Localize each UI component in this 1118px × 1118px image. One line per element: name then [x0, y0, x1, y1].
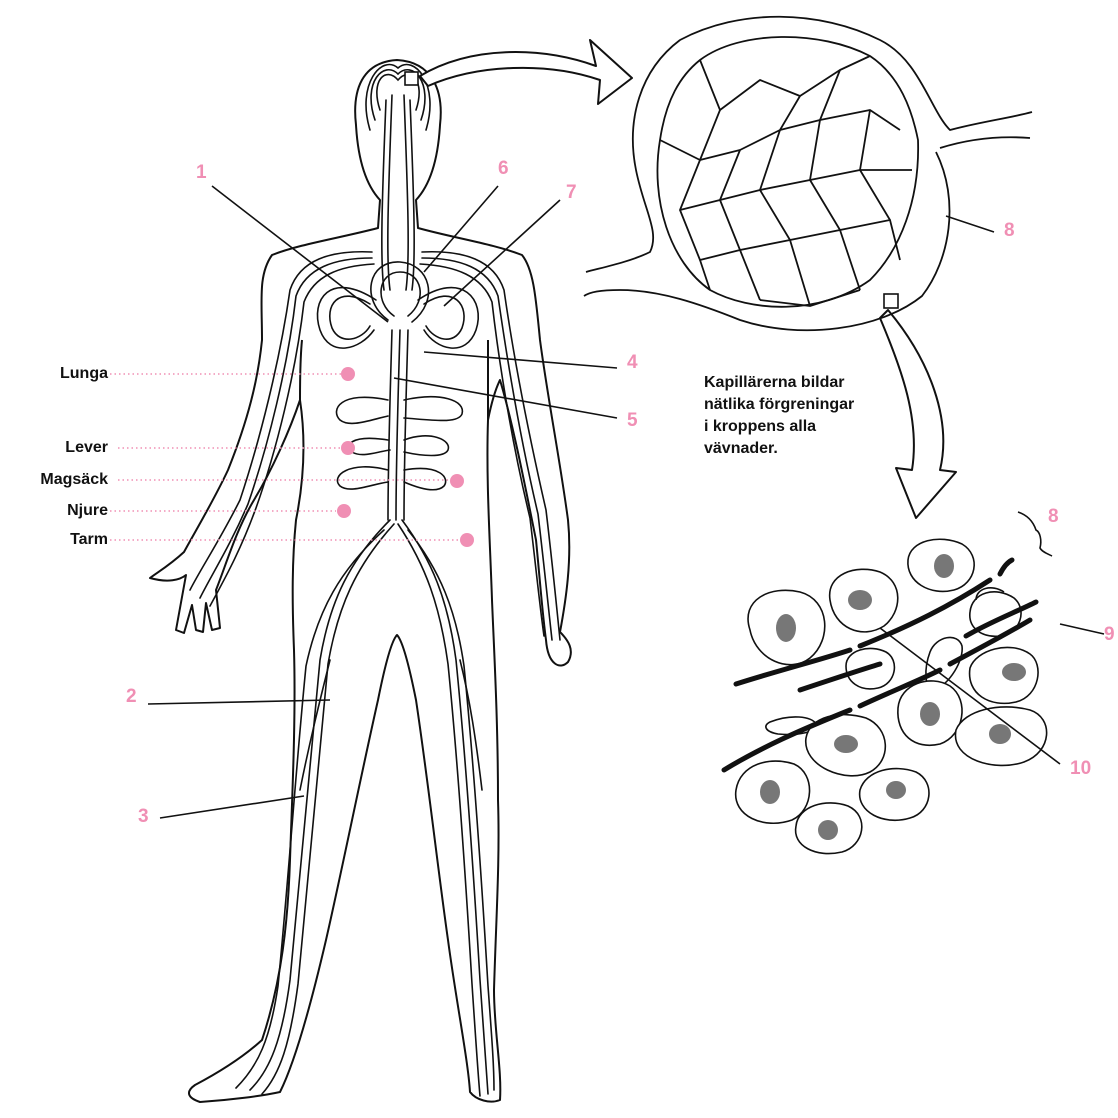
- capillary-marker-square: [884, 294, 898, 308]
- callout-8-capillary: 8: [1004, 220, 1015, 242]
- tissue-cells: [736, 539, 1047, 853]
- liver-dot: [341, 441, 355, 455]
- callout-9: 9: [1104, 624, 1115, 646]
- lung-dot: [341, 367, 355, 381]
- callout-8-tissue: 8: [1048, 506, 1059, 528]
- head-marker-square: [405, 72, 418, 85]
- note-line-1: Kapillärerna bildar: [704, 372, 914, 394]
- note-line-3: i kroppens alla: [704, 416, 914, 438]
- human-body-outline: [150, 60, 571, 1102]
- kidney-dot: [337, 504, 351, 518]
- callout-1: 1: [196, 162, 207, 184]
- callout-5: 5: [627, 410, 638, 432]
- callout-4: 4: [627, 352, 638, 374]
- callout-2: 2: [126, 686, 137, 708]
- arrow-head-to-capillary: [420, 40, 632, 104]
- callout-3: 3: [138, 806, 149, 828]
- note-line-4: vävnader.: [704, 438, 914, 460]
- brace-mark: [1018, 512, 1052, 556]
- organ-label-njure: Njure: [67, 502, 108, 520]
- capillary-network: [584, 17, 1032, 330]
- callout-7: 7: [566, 182, 577, 204]
- callout-6: 6: [498, 158, 509, 180]
- organ-label-magsack: Magsäck: [40, 471, 108, 489]
- note-line-2: nätlika förgreningar: [704, 394, 914, 416]
- capillary-note: Kapillärerna bildar nätlika förgreningar…: [704, 372, 914, 460]
- stomach-dot: [450, 474, 464, 488]
- organ-label-lunga: Lunga: [60, 365, 108, 383]
- callout-10: 10: [1070, 758, 1091, 780]
- intestine-dot: [460, 533, 474, 547]
- organ-label-tarm: Tarm: [70, 531, 108, 549]
- organ-label-lever: Lever: [65, 439, 108, 457]
